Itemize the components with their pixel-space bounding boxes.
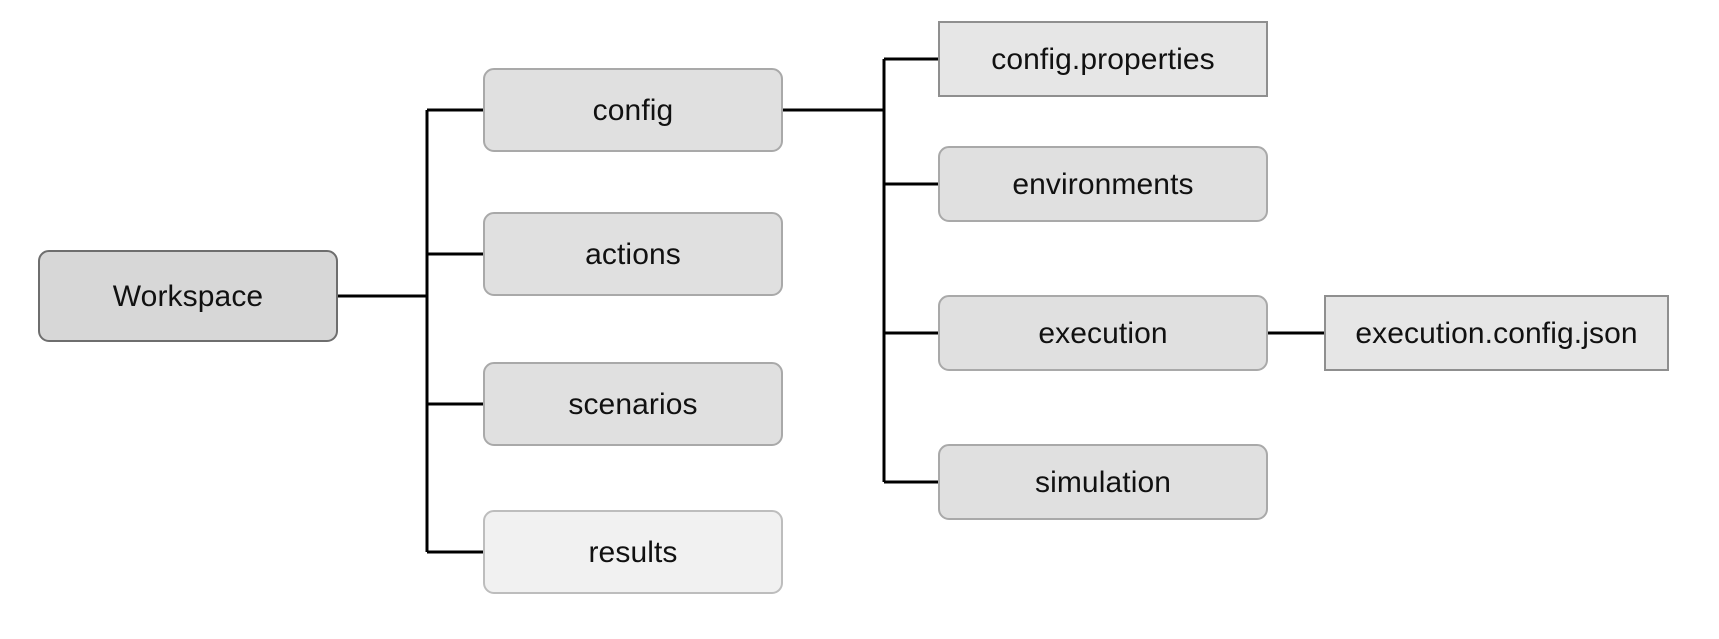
node-scenarios[interactable]: scenarios: [483, 362, 783, 446]
node-simulation-label: simulation: [1034, 465, 1172, 499]
node-actions[interactable]: actions: [483, 212, 783, 296]
node-config-properties[interactable]: config.properties: [938, 21, 1268, 97]
node-simulation[interactable]: simulation: [938, 444, 1268, 520]
node-workspace[interactable]: Workspace: [38, 250, 338, 342]
node-execution-config-json-label: execution.config.json: [1355, 316, 1638, 350]
node-environments[interactable]: environments: [938, 146, 1268, 222]
node-results-label: results: [588, 535, 678, 569]
node-execution[interactable]: execution: [938, 295, 1268, 371]
node-results[interactable]: results: [483, 510, 783, 594]
node-workspace-label: Workspace: [112, 279, 264, 313]
node-config[interactable]: config: [483, 68, 783, 152]
node-execution-label: execution: [1038, 316, 1168, 350]
node-environments-label: environments: [1012, 167, 1194, 201]
node-execution-config-json[interactable]: execution.config.json: [1324, 295, 1669, 371]
node-config-label: config: [592, 93, 674, 127]
node-config-properties-label: config.properties: [991, 42, 1215, 76]
node-actions-label: actions: [585, 237, 681, 271]
node-scenarios-label: scenarios: [568, 387, 698, 421]
